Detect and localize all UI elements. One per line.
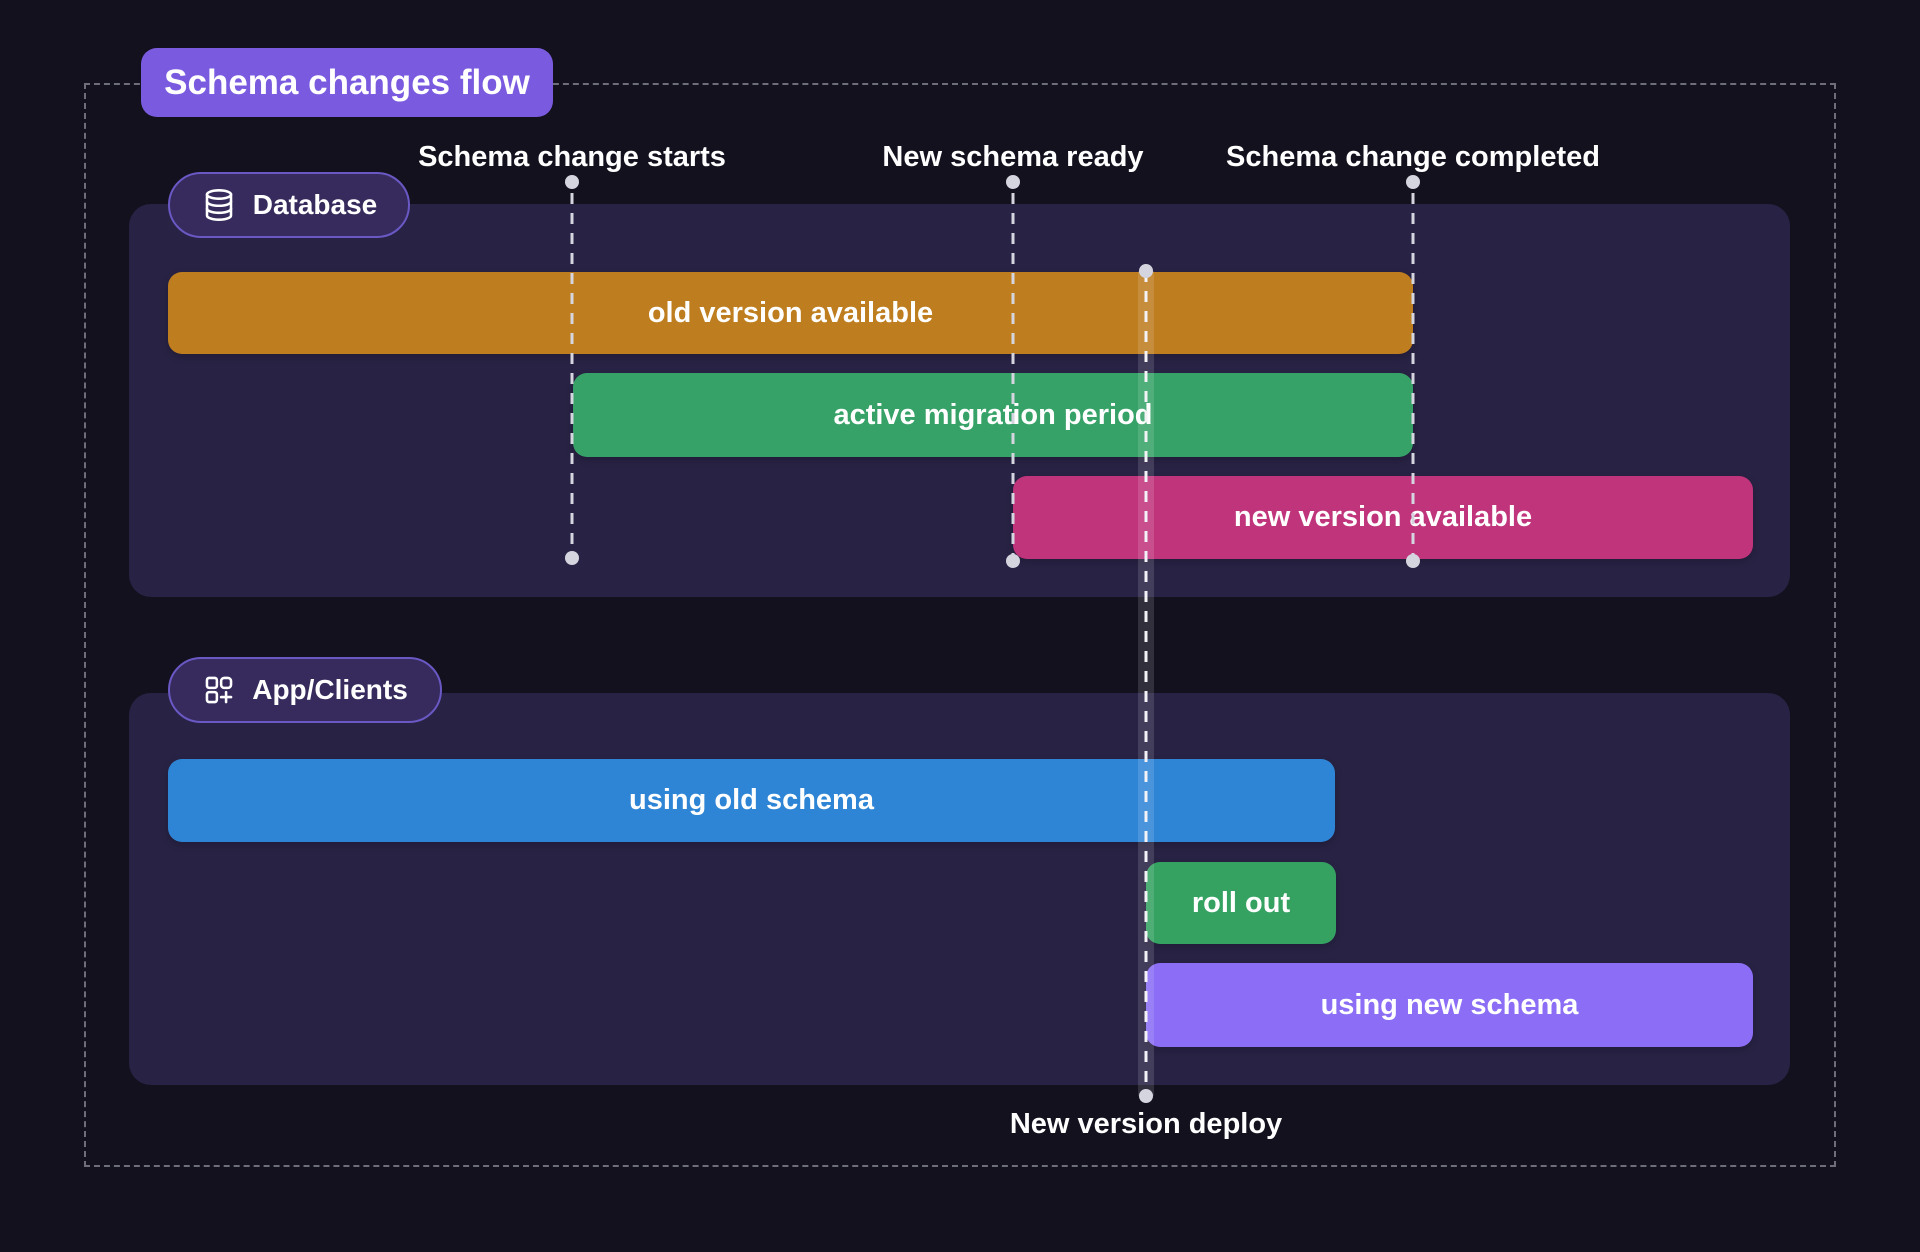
bar-label: new version available <box>1233 501 1533 533</box>
diagram-title: Schema changes flow <box>164 62 530 102</box>
bar-using-new-schema: using new schema <box>1146 963 1753 1047</box>
bar-using-old-schema: using old schema <box>168 759 1335 842</box>
deploy-marker-dot-bottom <box>1139 1089 1153 1103</box>
apps-plus-icon <box>205 676 233 704</box>
milestone-dot-top-schema-change-completed <box>1406 175 1420 189</box>
database-section-label: Database <box>252 189 378 220</box>
bar-label: old version available <box>647 296 934 329</box>
bar-label: active migration period <box>833 398 1153 431</box>
bar-active-migration-period: active migration period <box>573 373 1413 457</box>
milestone-dot-bottom-schema-change-completed <box>1406 554 1420 568</box>
milestone-line-new-schema-ready <box>1011 193 1015 558</box>
milestone-dot-bottom-new-schema-ready <box>1006 554 1020 568</box>
bar-label: using new schema <box>1320 988 1579 1021</box>
bar-roll-out: roll out <box>1146 862 1336 944</box>
deploy-marker-label: New version deploy <box>1009 1108 1283 1140</box>
milestone-label-schema-change-starts: Schema change starts <box>418 141 726 173</box>
app-clients-section-badge: App/Clients <box>168 657 442 723</box>
deploy-marker-dot-top <box>1139 264 1153 278</box>
bar-label: using old schema <box>629 784 874 816</box>
database-icon <box>205 189 233 221</box>
milestone-dot-bottom-schema-change-starts <box>565 551 579 565</box>
milestone-line-schema-change-completed <box>1411 193 1415 558</box>
diagram-dashed-frame <box>84 83 1836 1167</box>
milestone-dot-top-schema-change-starts <box>565 175 579 189</box>
milestone-line-schema-change-starts <box>570 193 574 555</box>
milestone-dot-top-new-schema-ready <box>1006 175 1020 189</box>
milestone-label-schema-change-completed: Schema change completed <box>1226 141 1600 173</box>
bar-old-version-available: old version available <box>168 272 1413 354</box>
app-clients-section-label: App/Clients <box>252 674 408 705</box>
database-section-badge: Database <box>168 172 410 238</box>
deploy-marker-line <box>1144 271 1148 1096</box>
bar-new-version-available: new version available <box>1013 476 1753 559</box>
bar-label: roll out <box>1191 886 1291 919</box>
milestone-label-new-schema-ready: New schema ready <box>882 141 1144 173</box>
diagram-title-badge: Schema changes flow <box>141 48 553 117</box>
